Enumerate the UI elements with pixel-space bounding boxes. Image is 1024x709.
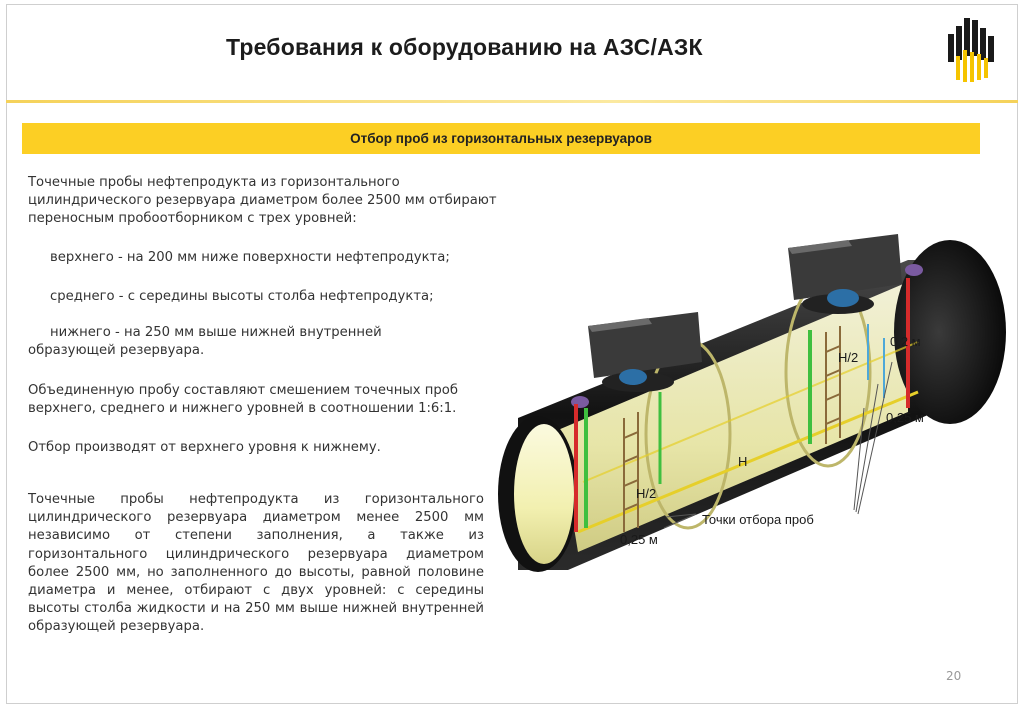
combined-sample-paragraph: Объединенную пробу составляют смешением … <box>28 383 458 417</box>
ladder-left <box>623 412 639 532</box>
section-title: Отбор проб из горизонтальных резервуаров <box>350 131 652 146</box>
logo-dark-bars <box>948 18 994 62</box>
tank-diagram: 0,2 м H/2 0,25 м H H/2 Точки отбора проб… <box>498 234 1006 572</box>
label-0-25-right: 0,25 м <box>886 410 924 425</box>
label-h: H <box>738 454 747 469</box>
intro-paragraph: Точечные пробы нефтепродукта из горизонт… <box>28 175 497 227</box>
manhole-left <box>588 312 702 392</box>
tank-body <box>498 240 1006 572</box>
label-0-2: 0,2 м <box>890 334 921 349</box>
label-sampling-points: Точки отбора проб <box>702 512 814 527</box>
sampling-order-paragraph: Отбор производят от верхнего уровня к ни… <box>28 440 381 455</box>
small-tank-paragraph: Точечные пробы нефтепродукта из горизонт… <box>28 492 484 635</box>
label-0-25-left: 0,25 м <box>620 532 658 547</box>
header-divider <box>6 100 1018 103</box>
pipes <box>574 278 910 532</box>
label-h2-right: H/2 <box>838 350 858 365</box>
manhole-right <box>788 234 902 314</box>
page-number: 20 <box>946 669 962 683</box>
ladder-right <box>825 326 841 444</box>
level-mid-item: среднего - с середины высоты столба нефт… <box>50 289 434 304</box>
level-low-item: нижнего - на 250 мм выше нижней внутренн… <box>28 325 382 359</box>
logo-yellow-bars <box>956 50 988 82</box>
callout-lines <box>663 361 893 529</box>
label-h2-left: H/2 <box>636 486 656 501</box>
right-vent-cap <box>905 264 923 276</box>
left-vent-cap <box>571 396 589 408</box>
level-top-item: верхнего - на 200 мм ниже поверхности не… <box>50 250 450 265</box>
company-logo <box>948 18 994 82</box>
bottom-yellow-line <box>577 390 919 534</box>
page-title: Требования к оборудованию на АЗС/АЗК <box>226 34 703 60</box>
section-header-bar: Отбор проб из горизонтальных резервуаров <box>22 123 980 154</box>
